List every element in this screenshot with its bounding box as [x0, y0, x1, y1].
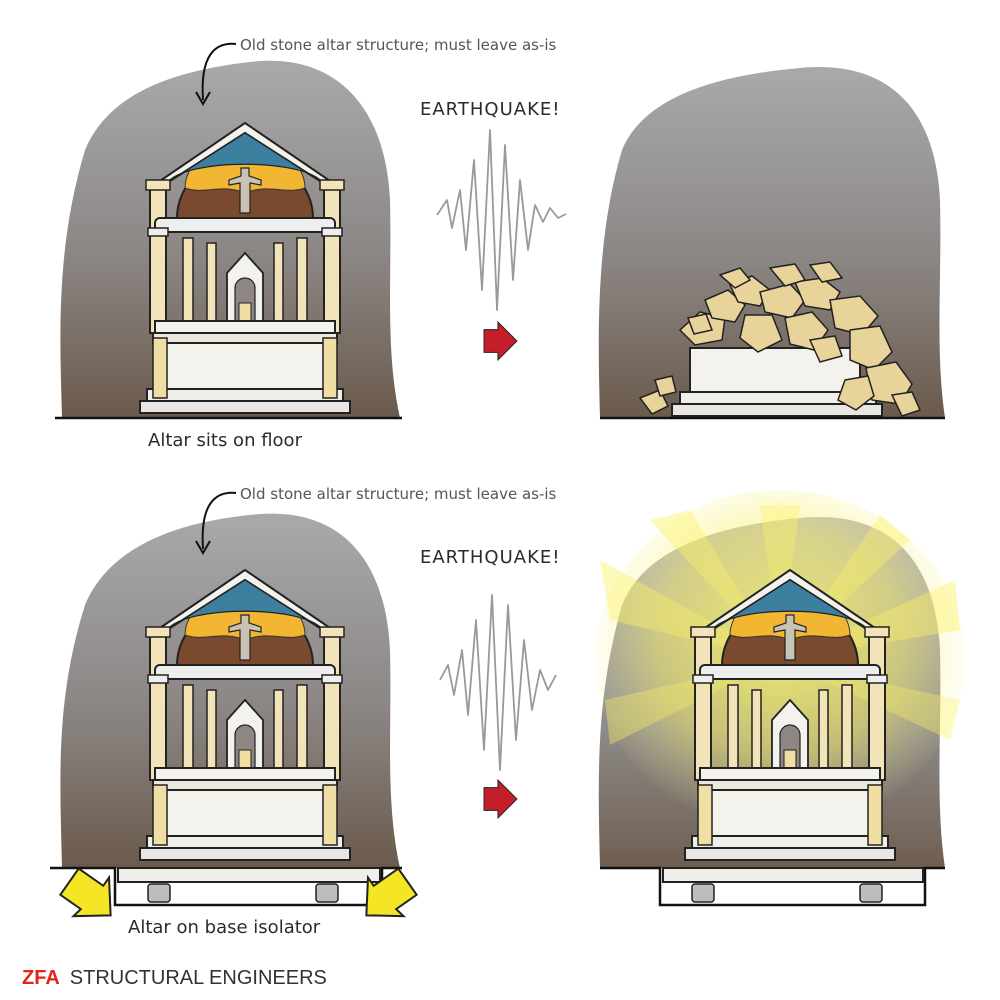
- seismic-wave-icon: [439, 594, 557, 771]
- top-panel: Old stone altar structure; must leave as…: [55, 36, 945, 451]
- footer-brand: ZFA STRUCTURAL ENGINEERS: [22, 967, 327, 989]
- brand-name: STRUCTURAL ENGINEERS: [70, 967, 327, 989]
- top-note: Old stone altar structure; must leave as…: [240, 36, 557, 54]
- isolator-plate: [662, 867, 924, 883]
- yellow-arrow-icon: [58, 867, 112, 918]
- isolator-pit: [50, 866, 402, 907]
- isolator-pit: [600, 866, 945, 907]
- down-arrow-icon: [201, 42, 237, 101]
- isolator-bearings: [147, 883, 339, 903]
- top-caption: Altar sits on floor: [148, 430, 303, 451]
- top-earthquake-label: EARTHQUAKE!: [420, 99, 560, 120]
- yellow-arrow-icon: [365, 867, 419, 918]
- bottom-note: Old stone altar structure; must leave as…: [240, 485, 557, 503]
- rubble-pile: [638, 261, 922, 417]
- seismic-wave-icon: [436, 129, 567, 311]
- red-arrow-icon: [482, 320, 519, 362]
- bottom-panel: Old stone altar structure; must leave as…: [50, 485, 965, 938]
- red-arrow-icon: [482, 778, 519, 820]
- bottom-caption: Altar on base isolator: [128, 917, 321, 938]
- brand-mark: ZFA: [22, 967, 60, 989]
- isolator-bearings: [691, 883, 883, 903]
- isolator-plate: [117, 867, 381, 883]
- svg-text:ZFA STRUCTURAL ENGINEERS: ZFA STRUCTURAL ENGINEERS: [22, 967, 327, 989]
- down-arrow-icon: [201, 491, 237, 550]
- bottom-earthquake-label: EARTHQUAKE!: [420, 547, 560, 568]
